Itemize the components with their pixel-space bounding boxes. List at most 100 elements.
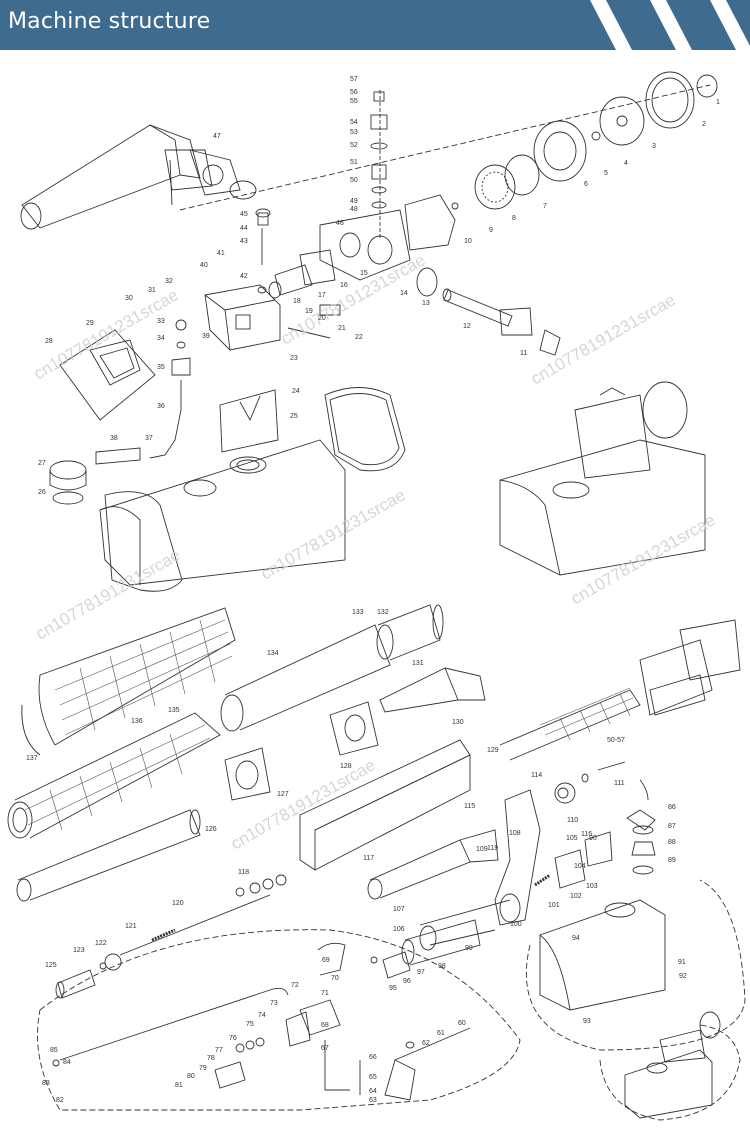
part-number-label: 46 bbox=[336, 220, 344, 227]
watermark-text: cn10778191231srcae bbox=[258, 485, 409, 583]
part-number-label: 107 bbox=[393, 906, 405, 913]
part-number-label: 126 bbox=[205, 826, 217, 833]
part-number-label: 109 bbox=[476, 846, 488, 853]
part-number-label: 22 bbox=[355, 334, 363, 341]
cover-plate-drawing bbox=[59, 329, 156, 421]
part-number-label: 97 bbox=[417, 969, 425, 976]
part-number-label: 23 bbox=[290, 355, 298, 362]
valve-parts-114-drawing bbox=[554, 761, 649, 804]
part-number-label: 69 bbox=[322, 957, 330, 964]
part-number-label: 122 bbox=[95, 940, 107, 947]
part-number-label: 85 bbox=[50, 1047, 58, 1054]
part-number-label: 52 bbox=[350, 142, 358, 149]
part-number-label: 75 bbox=[246, 1021, 254, 1028]
header-stripe bbox=[590, 0, 632, 50]
part-number-label: 1 bbox=[716, 99, 720, 106]
part-number-label: 56 bbox=[350, 89, 358, 96]
part-number-label: 127 bbox=[277, 791, 289, 798]
part-number-label: 4 bbox=[624, 160, 628, 167]
part-number-label: 29 bbox=[86, 320, 94, 327]
assembled-unit-bottom-drawing bbox=[624, 1011, 721, 1119]
part-number-label: 30 bbox=[125, 295, 133, 302]
valve-block-drawing bbox=[214, 942, 350, 1091]
part-number-label: 61 bbox=[437, 1030, 445, 1037]
part-number-label: 53 bbox=[350, 129, 358, 136]
part-number-label: 101 bbox=[548, 902, 560, 909]
part-number-label: 115 bbox=[464, 803, 475, 810]
part-number-label: 55 bbox=[350, 98, 358, 105]
part-number-label: 100 bbox=[510, 921, 522, 928]
part-number-label: 39 bbox=[202, 333, 210, 340]
part-number-label: 94 bbox=[572, 935, 580, 942]
header-bar: Machine structure bbox=[0, 0, 750, 50]
part-number-label: 16 bbox=[340, 282, 348, 289]
part-number-label: 128 bbox=[340, 763, 352, 770]
part-number-label: 60 bbox=[458, 1020, 466, 1027]
part-number-label: 81 bbox=[175, 1082, 183, 1089]
part-number-label: 99 bbox=[465, 945, 473, 952]
cone-131-drawing bbox=[379, 667, 486, 713]
tube-133-drawing bbox=[376, 604, 444, 661]
flange-127-drawing bbox=[224, 747, 271, 801]
part-number-label: 136 bbox=[131, 718, 143, 725]
part-number-label: 25 bbox=[290, 413, 298, 420]
part-number-label: 12 bbox=[463, 323, 471, 330]
part-number-label: 78 bbox=[207, 1055, 215, 1062]
part-number-label: 91 bbox=[678, 959, 686, 966]
handle-bar-drawing bbox=[367, 829, 499, 900]
part-number-label: 3 bbox=[652, 143, 656, 150]
part-number-label: 131 bbox=[412, 660, 424, 667]
part-number-label: 87 bbox=[668, 823, 676, 830]
part-number-label: 118 bbox=[238, 869, 249, 876]
part-number-label: 51 bbox=[350, 159, 358, 166]
gasket-24-drawing bbox=[324, 387, 406, 472]
part-number-label: 43 bbox=[240, 238, 248, 245]
part-number-label: 114 bbox=[531, 772, 542, 779]
exploded-parts-diagram: cn10778191231srcae cn10778191231srcae cn… bbox=[7, 71, 746, 1121]
part-number-label: 82 bbox=[56, 1097, 64, 1104]
fuel-housing-drawing bbox=[204, 284, 281, 351]
part-number-label: 119 bbox=[487, 845, 498, 852]
part-number-label: 71 bbox=[321, 990, 329, 997]
part-number-label: 74 bbox=[258, 1012, 266, 1019]
pump-body-drawing bbox=[268, 209, 438, 299]
part-number-label: 96 bbox=[403, 978, 411, 985]
part-number-label: 15 bbox=[360, 270, 368, 277]
header-background bbox=[0, 0, 750, 50]
part-number-label: 88 bbox=[668, 839, 676, 846]
part-number-label: 31 bbox=[148, 287, 156, 294]
part-number-label: 20 bbox=[318, 315, 326, 322]
part-number-label: 27 bbox=[38, 460, 46, 467]
chassis-frame-drawing bbox=[299, 739, 471, 871]
watermark-text: cn10778191231srcae bbox=[228, 755, 379, 853]
part-number-label: 137 bbox=[26, 755, 38, 762]
drive-shaft-drawing bbox=[442, 288, 561, 356]
part-number-label: 37 bbox=[145, 435, 153, 442]
part-number-label: 44 bbox=[240, 225, 248, 232]
fuel-tank-drawing bbox=[49, 439, 346, 592]
part-number-label: 95 bbox=[389, 985, 397, 992]
part-number-label: 110 bbox=[567, 817, 578, 824]
tank-91-drawing bbox=[539, 899, 666, 1011]
part-number-label: 63 bbox=[369, 1097, 377, 1104]
part-number-label: 106 bbox=[393, 926, 405, 933]
part-number-label: 102 bbox=[570, 893, 582, 900]
part-number-label: 41 bbox=[217, 250, 225, 257]
part-number-label: 54 bbox=[350, 119, 358, 126]
watermark-text: cn10778191231srcae bbox=[568, 510, 719, 608]
assembled-unit-top-drawing bbox=[499, 381, 706, 576]
part-number-label: 48 bbox=[350, 206, 358, 213]
part-number-label: 133 bbox=[352, 609, 364, 616]
part-number-label: 9 bbox=[489, 227, 493, 234]
part-number-label: 62 bbox=[422, 1040, 430, 1047]
part-number-label: 33 bbox=[157, 318, 165, 325]
part-number-label: 105 bbox=[566, 835, 578, 842]
part-number-label: 77 bbox=[215, 1047, 223, 1054]
impeller-group-drawing bbox=[404, 71, 718, 251]
part-number-label: 73 bbox=[270, 1000, 278, 1007]
part-labels: 1234567891011121314151617181920212223242… bbox=[26, 76, 720, 1104]
part-number-label: 132 bbox=[377, 609, 389, 616]
part-number-label: 103 bbox=[586, 883, 598, 890]
pump-parts-95-drawing bbox=[370, 951, 411, 979]
part-number-label: 45 bbox=[240, 211, 248, 218]
